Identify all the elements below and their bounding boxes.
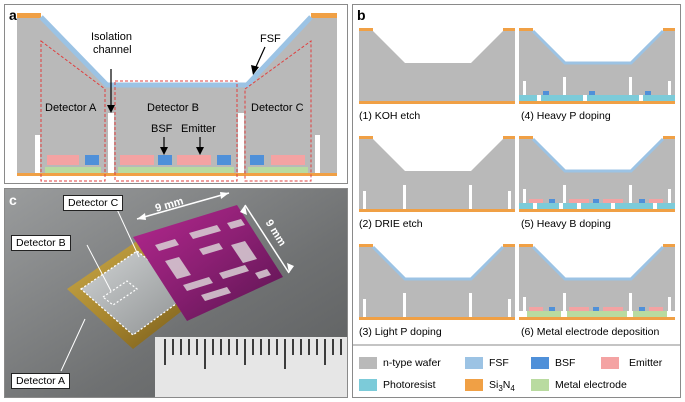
legend-label-fsf: FSF bbox=[489, 357, 509, 369]
si3n4-top-left bbox=[17, 13, 41, 18]
step-4-diagram bbox=[519, 28, 675, 104]
metal-b bbox=[118, 167, 234, 173]
legend-label-emitter: Emitter bbox=[629, 357, 663, 369]
step-4-caption: (4) Heavy P doping bbox=[521, 110, 611, 122]
step-6-caption: (6) Metal electrode deposition bbox=[521, 326, 660, 338]
detector-c-outline bbox=[244, 40, 312, 182]
detector-c-callout: Detector C bbox=[63, 195, 124, 211]
panel-a-label: a bbox=[9, 7, 17, 23]
detector-a-label: Detector A bbox=[45, 102, 97, 114]
legend-swatch-emitter bbox=[601, 357, 619, 369]
emitter-a bbox=[47, 155, 79, 165]
bsf-label: BSF bbox=[151, 123, 173, 135]
step-5-diagram bbox=[519, 136, 675, 212]
isolation-channel-label-1: Isolation bbox=[91, 31, 132, 43]
detector-b-outline bbox=[114, 80, 238, 182]
legend-label-wafer: n-type wafer bbox=[383, 357, 441, 369]
emitter-b2 bbox=[177, 155, 211, 165]
legend-label-photoresist: Photoresist bbox=[383, 379, 436, 391]
legend-swatch-si3n4 bbox=[465, 379, 483, 391]
legend-swatch-fsf bbox=[465, 357, 483, 369]
panel-c-photo bbox=[5, 189, 347, 397]
emitter-b1 bbox=[120, 155, 154, 165]
panel-a-cross-section bbox=[17, 13, 337, 182]
panel-c: c Detector C Detector B Detector A 9 mm … bbox=[4, 188, 348, 398]
emitter-c bbox=[271, 155, 305, 165]
detector-c-label: Detector C bbox=[251, 102, 304, 114]
si3n4-bottom bbox=[17, 173, 337, 176]
legend-label-bsf: BSF bbox=[555, 357, 576, 369]
bsf-a bbox=[85, 155, 99, 165]
legend-swatch-metal bbox=[531, 379, 549, 391]
purple-chip bbox=[133, 205, 283, 321]
detector-b-region bbox=[101, 280, 139, 306]
isolation-channel-left bbox=[35, 135, 40, 173]
step-3-caption: (3) Light P doping bbox=[359, 326, 442, 338]
legend-swatch-bsf bbox=[531, 357, 549, 369]
dim-line-right bbox=[244, 204, 290, 274]
step-2-diagram bbox=[359, 136, 515, 212]
emitter-label: Emitter bbox=[181, 123, 216, 135]
step-6-diagram bbox=[519, 244, 675, 320]
fsf-layer bbox=[39, 15, 313, 88]
metal-c bbox=[248, 167, 308, 173]
si3n4-top-right bbox=[311, 13, 337, 18]
isolation-channel-2 bbox=[238, 113, 244, 173]
bsf-b2 bbox=[217, 155, 231, 165]
bsf-c bbox=[250, 155, 264, 165]
bsf-b bbox=[158, 155, 172, 165]
step-5-caption: (5) Heavy B doping bbox=[521, 218, 611, 230]
ruler bbox=[155, 337, 347, 397]
detector-a-outline bbox=[40, 40, 106, 182]
panel-b-process-steps bbox=[353, 28, 680, 346]
wafer-body bbox=[17, 17, 337, 173]
dim-line-top bbox=[136, 192, 230, 220]
step-3-diagram bbox=[359, 244, 515, 320]
panel-b: b bbox=[352, 4, 681, 398]
legend-swatch-photoresist bbox=[359, 379, 377, 391]
panel-c-label: c bbox=[9, 192, 17, 208]
panel-a: a bbox=[4, 4, 348, 184]
legend-label-si3n4: Si3N4 bbox=[489, 379, 515, 394]
ruler-ticks bbox=[164, 339, 342, 369]
isolation-channel-label-2: channel bbox=[93, 44, 132, 56]
detector-b-callout: Detector B bbox=[11, 235, 71, 251]
fsf-label: FSF bbox=[260, 33, 281, 45]
legend-label-metal: Metal electrode bbox=[555, 379, 627, 391]
isolation-channel-1 bbox=[108, 113, 114, 173]
detector-a-callout: Detector A bbox=[11, 373, 71, 389]
isolation-channel-right bbox=[315, 135, 320, 173]
step-1-caption: (1) KOH etch bbox=[359, 110, 421, 122]
step-2-caption: (2) DRIE etch bbox=[359, 218, 423, 230]
detector-b-label: Detector B bbox=[147, 102, 199, 114]
purple-chip-pads bbox=[155, 219, 271, 301]
panel-b-label: b bbox=[357, 7, 366, 23]
legend-swatch-wafer bbox=[359, 357, 377, 369]
step-1-diagram bbox=[359, 28, 515, 104]
metal-a bbox=[45, 167, 101, 173]
